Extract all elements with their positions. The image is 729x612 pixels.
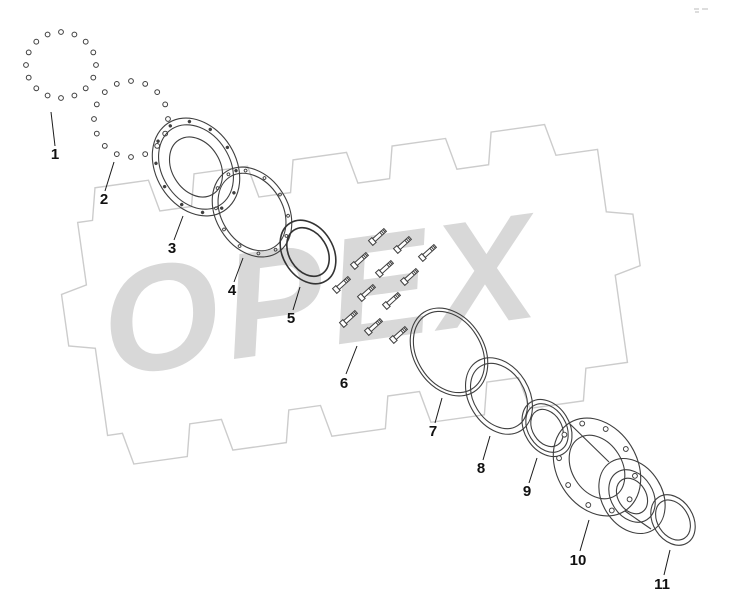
callout-4: 4 <box>228 257 244 299</box>
part-label-11: 11 <box>654 576 670 593</box>
leader-line-1 <box>50 111 56 147</box>
callout-7: 7 <box>429 397 443 440</box>
part-label-8: 8 <box>477 460 485 477</box>
gear-watermark-outline <box>60 123 641 465</box>
part-11-seal <box>650 494 696 546</box>
leader-line-5 <box>292 286 301 311</box>
leader-line-3 <box>173 215 184 241</box>
callout-3: 3 <box>168 215 184 257</box>
watermark: OPEX <box>60 123 641 465</box>
part-10-wheel-hub <box>552 417 666 535</box>
leader-line-8 <box>482 435 491 461</box>
part-8-ring <box>464 357 534 435</box>
part-label-7: 7 <box>429 423 437 440</box>
leader-line-7 <box>434 397 443 424</box>
part-label-6: 6 <box>340 375 348 392</box>
part-7-o-ring <box>409 307 489 397</box>
callout-5: 5 <box>287 286 301 327</box>
callout-8: 8 <box>477 435 491 477</box>
part-label-2: 2 <box>100 191 108 208</box>
leader-line-9 <box>528 457 538 484</box>
part-label-10: 10 <box>570 552 587 569</box>
callout-9: 9 <box>523 457 538 500</box>
callouts: 1 2 3 4 5 6 7 8 <box>50 111 671 593</box>
leader-line-11 <box>663 549 671 576</box>
callout-6: 6 <box>340 345 358 392</box>
callout-2: 2 <box>100 161 115 208</box>
callout-11: 11 <box>654 549 671 593</box>
part-4-gasket <box>211 166 293 258</box>
part-label-9: 9 <box>523 483 531 500</box>
callout-1: 1 <box>50 111 59 163</box>
leader-line-10 <box>579 519 590 552</box>
part-label-3: 3 <box>168 240 176 257</box>
corner-mark <box>694 8 708 13</box>
leader-line-4 <box>233 257 244 283</box>
leader-line-2 <box>104 161 115 192</box>
part-2-bolt-set <box>91 78 171 160</box>
leader-line-6 <box>345 345 358 375</box>
part-label-4: 4 <box>228 282 237 299</box>
callout-10: 10 <box>570 519 590 569</box>
part-5-ring <box>279 219 337 285</box>
part-9-bearing-ring <box>521 398 573 458</box>
part-1-bolt-set <box>23 29 99 101</box>
part-3-cover <box>151 117 241 217</box>
part-label-1: 1 <box>51 146 59 163</box>
part-label-5: 5 <box>287 310 295 327</box>
